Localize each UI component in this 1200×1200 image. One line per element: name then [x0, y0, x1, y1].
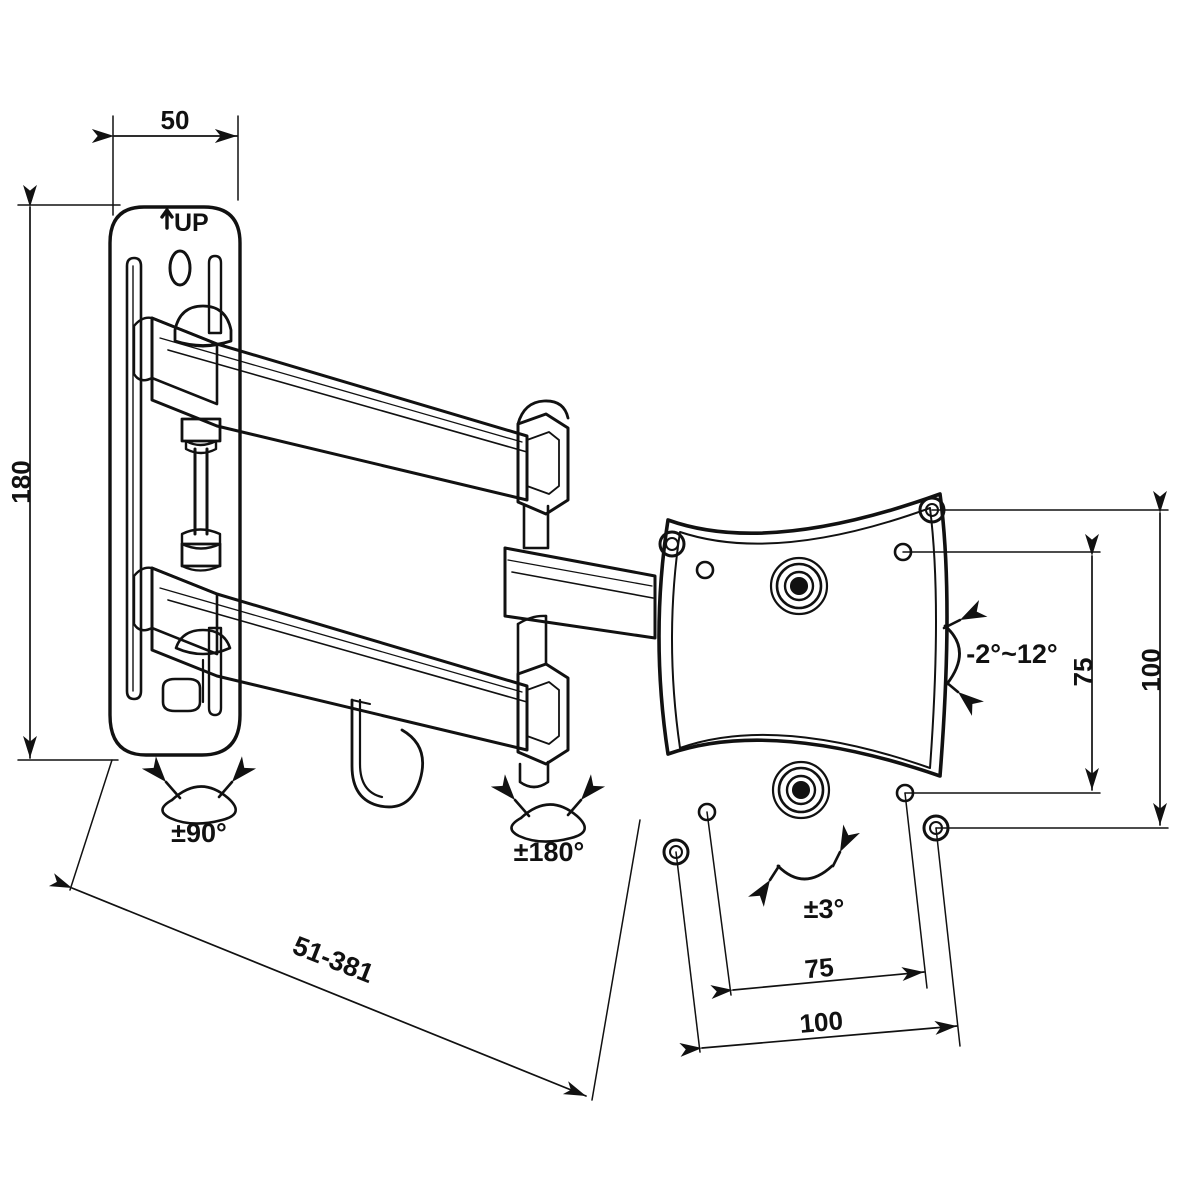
wall-joint-lower-cap — [174, 628, 232, 704]
angle-label-roll: ±3° — [804, 894, 845, 924]
dim-label-vesa-width-75: 75 — [803, 952, 835, 985]
rotation-symbol-wall-swivel — [141, 756, 257, 825]
rotation-symbol-tilt — [942, 600, 988, 716]
vesa-bottom-extension-lines — [675, 792, 961, 1053]
dim-label-vesa-width-100: 100 — [798, 1005, 844, 1039]
angle-label-tilt: -2°~12° — [966, 639, 1057, 669]
wall-plate-bolt-stack — [180, 417, 222, 572]
lower-arm-hex-joint — [516, 614, 570, 789]
angle-label-arm-swivel: ±180° — [514, 837, 585, 867]
dimension-plate-height — [17, 184, 121, 761]
dimension-extension-range — [48, 759, 641, 1101]
dimension-plate-width — [91, 115, 239, 216]
angle-label-wall-swivel: ±90° — [171, 818, 227, 848]
vesa-leader-lines — [902, 509, 1169, 829]
lower-arm — [132, 566, 529, 752]
up-marking: UP — [160, 208, 209, 237]
up-label: UP — [174, 209, 209, 237]
dimension-vesa-width-100 — [679, 1020, 958, 1057]
cable-management-clip — [350, 698, 425, 809]
dim-label-plate-height: 180 — [6, 460, 36, 503]
dim-label-plate-width: 50 — [161, 105, 190, 135]
vesa-mounting-plate — [657, 492, 950, 866]
wall-plate — [108, 205, 242, 757]
dim-label-vesa-height-75: 75 — [1068, 658, 1098, 687]
mid-arm-to-plate — [503, 546, 657, 640]
dimension-vesa-width-75 — [710, 967, 925, 1000]
rotation-symbol-arm-swivel — [490, 774, 606, 843]
rotation-symbol-roll — [748, 824, 860, 907]
dim-label-vesa-height-100: 100 — [1136, 648, 1166, 691]
wall-joint-upper-cap — [173, 304, 233, 348]
dim-label-extension-range: 51-381 — [289, 930, 378, 989]
upper-arm-hex-joint — [516, 399, 570, 550]
upper-arm — [132, 316, 529, 502]
